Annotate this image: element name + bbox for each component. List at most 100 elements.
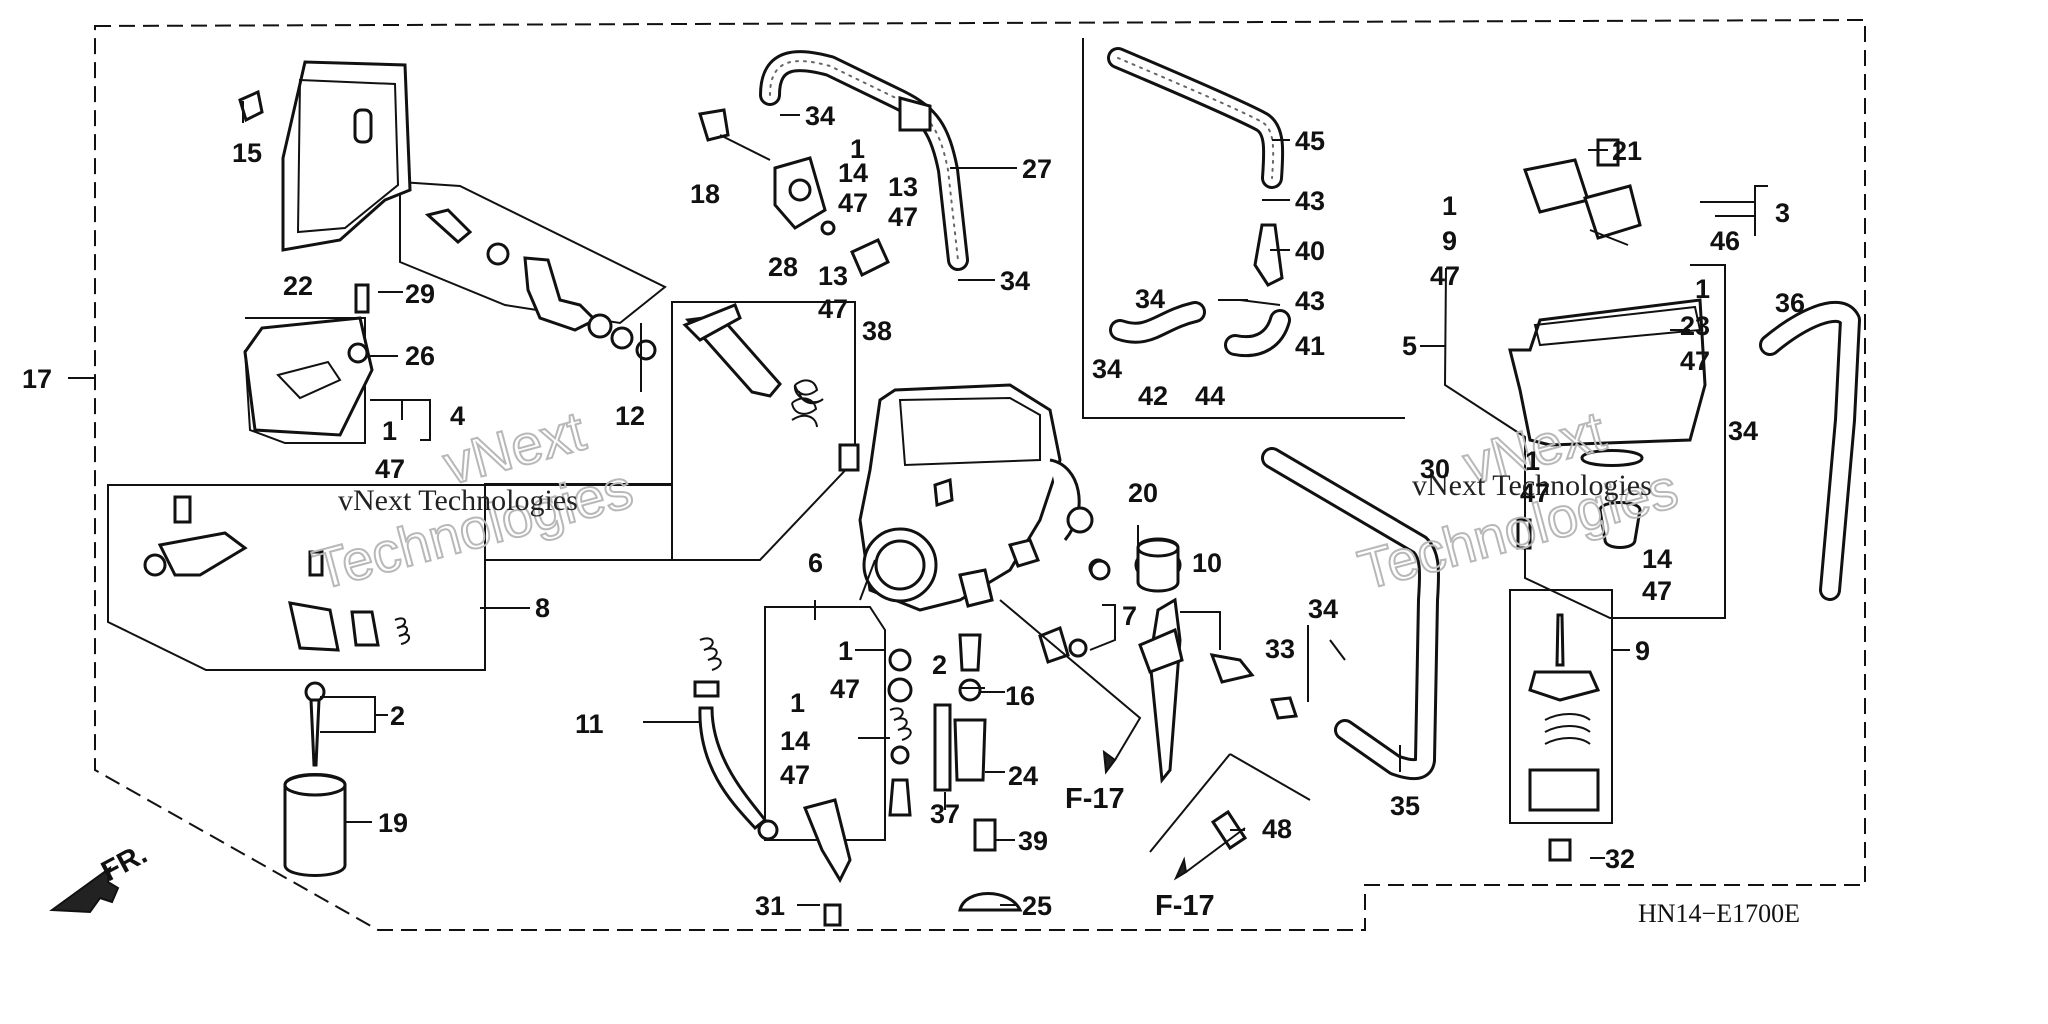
callout-11: 11 — [575, 709, 604, 739]
callout-19: 19 — [378, 808, 408, 838]
fuel-valve — [698, 108, 890, 278]
callout-1: 1 — [790, 688, 805, 718]
callout-33: 33 — [1265, 634, 1295, 664]
front-arrow-icon — [49, 865, 120, 914]
callout-47: 47 — [818, 294, 848, 324]
callout-40: 40 — [1295, 236, 1325, 266]
callout-46: 46 — [1710, 226, 1740, 256]
callout-6: 6 — [808, 548, 823, 578]
callout-43: 43 — [1295, 186, 1325, 216]
callout-44: 44 — [1195, 381, 1225, 411]
callout-21: 21 — [1612, 136, 1642, 166]
callout-47: 47 — [1680, 346, 1710, 376]
callout-14: 14 — [780, 726, 810, 756]
callout-1: 1 — [1525, 446, 1540, 476]
link-parts — [143, 495, 410, 652]
callout-1: 1 — [838, 636, 853, 666]
callout-10: 10 — [1192, 548, 1222, 578]
top-cover — [238, 60, 412, 252]
diagram-code: HN14−E1700E — [1638, 899, 1800, 928]
callout-41: 41 — [1295, 331, 1325, 361]
callout-7: 7 — [1122, 601, 1137, 631]
callout-12: 12 — [615, 401, 645, 431]
callout-20: 20 — [1128, 478, 1158, 508]
callout-47: 47 — [888, 202, 918, 232]
svg-text:vNext Technologies: vNext Technologies — [1412, 469, 1652, 502]
callout-47: 47 — [1430, 261, 1460, 291]
accelerator-pump — [1528, 613, 1601, 862]
callout-34: 34 — [1000, 266, 1030, 296]
callout-42: 42 — [1138, 381, 1168, 411]
fitting — [1210, 809, 1248, 851]
callout-47: 47 — [830, 674, 860, 704]
group-outline-jet-set — [764, 606, 886, 841]
plunger-parts — [1038, 537, 1180, 664]
callout-38: 38 — [862, 316, 892, 346]
callout-13: 13 — [888, 172, 918, 202]
callout-16: 16 — [1005, 681, 1035, 711]
callout-47: 47 — [1520, 478, 1550, 508]
svg-text:vNext Technologies: vNext Technologies — [338, 484, 578, 517]
assembly-boundary — [94, 18, 1866, 931]
group-outline-throttle-parts — [399, 180, 667, 325]
callout-1: 1 — [1442, 191, 1457, 221]
callout-35: 35 — [1390, 791, 1420, 821]
callout-34: 34 — [1092, 354, 1122, 384]
callout-32: 32 — [1605, 844, 1635, 874]
cover-plate — [243, 283, 374, 437]
callout-34: 34 — [1135, 284, 1165, 314]
callout-14: 14 — [1642, 544, 1672, 574]
reference-f17-lower: F-17 — [1155, 890, 1215, 922]
callout-15: 15 — [232, 138, 262, 168]
callout-47: 47 — [838, 188, 868, 218]
spring-set — [693, 637, 852, 927]
callout-4: 4 — [450, 401, 465, 431]
callout-2: 2 — [932, 650, 947, 680]
callout-labels: 17 22 15 29 26 4 1 47 12 8 2 19 34 18 1 … — [22, 101, 1805, 921]
group-outline-accel-pump — [1509, 589, 1613, 824]
callout-34: 34 — [805, 101, 835, 131]
callout-29: 29 — [405, 279, 435, 309]
callout-1: 1 — [1695, 274, 1710, 304]
overflow-hose — [1261, 447, 1440, 781]
callout-39: 39 — [1018, 826, 1048, 856]
watermark-left: vNext Technologies vNext Technologies — [306, 398, 640, 603]
callout-26: 26 — [405, 341, 435, 371]
callout-34: 34 — [1728, 416, 1758, 446]
group-outline-link — [107, 484, 673, 671]
callout-23: 23 — [1680, 311, 1710, 341]
fuel-hose — [759, 50, 969, 271]
reference-f17-upper: F-17 — [1065, 783, 1125, 815]
callout-24: 24 — [1008, 761, 1038, 791]
callout-43: 43 — [1295, 286, 1325, 316]
callout-45: 45 — [1295, 126, 1325, 156]
callout-1: 1 — [382, 416, 397, 446]
callout-9: 9 — [1635, 636, 1650, 666]
throttle-shaft-and-spring — [682, 303, 824, 428]
callout-27: 27 — [1022, 154, 1052, 184]
drain-hose — [1759, 300, 1861, 601]
float-assembly — [1523, 138, 1642, 246]
callout-47: 47 — [780, 760, 810, 790]
callout-8: 8 — [535, 593, 550, 623]
callout-2: 2 — [390, 701, 405, 731]
fr-guide-line — [244, 317, 366, 444]
callout-34: 34 — [1308, 594, 1338, 624]
vent-hoses — [1107, 47, 1291, 358]
callout-14: 14 — [838, 158, 868, 188]
callout-25: 25 — [1022, 891, 1052, 921]
needle-and-piston — [283, 681, 347, 877]
callout-37: 37 — [930, 799, 960, 829]
callout-3: 3 — [1775, 198, 1790, 228]
float-chamber — [1508, 298, 1707, 550]
group-outline-hose-set — [1082, 38, 1405, 419]
callout-28: 28 — [768, 252, 798, 282]
callout-9: 9 — [1442, 226, 1457, 256]
carburetor-body — [838, 383, 1108, 612]
callout-18: 18 — [690, 179, 720, 209]
callout-13: 13 — [818, 261, 848, 291]
callout-30: 30 — [1420, 454, 1450, 484]
callout-47: 47 — [375, 454, 405, 484]
